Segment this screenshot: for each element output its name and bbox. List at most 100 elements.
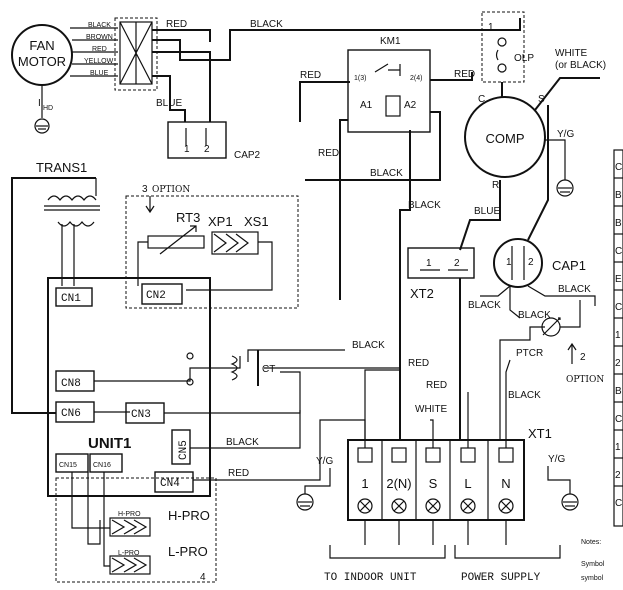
cap1-pin2: 2 xyxy=(528,257,534,268)
wire-red-top: RED xyxy=(166,19,187,30)
xt1-terminal-block: XT1 1 2(N) S L N xyxy=(347,426,552,521)
notes-label: Notes: xyxy=(581,539,601,546)
cn2-label: CN2 xyxy=(146,290,166,302)
compressor: COMP C S R WHITE (or BLACK) Y/G xyxy=(464,48,606,191)
ptcr-label: PTCR xyxy=(516,348,543,359)
rt3-label: RT3 xyxy=(176,210,200,225)
wire-red-cn4: RED xyxy=(228,468,249,479)
comp-r: R xyxy=(492,180,499,191)
wire-black-ct: BLACK xyxy=(352,340,385,351)
fan-motor-ihd: I xyxy=(38,98,41,109)
h-pro-big: H-PRO xyxy=(168,508,210,523)
trans1-label: TRANS1 xyxy=(36,160,87,175)
cn3-label: CN3 xyxy=(131,409,151,421)
cn16-label: CN16 xyxy=(93,462,111,469)
ct-label: CT xyxy=(262,364,275,375)
fan-motor-label-1: FAN xyxy=(29,38,54,53)
wire-black-right: BLACK xyxy=(508,390,541,401)
wire-red-ct-2: RED xyxy=(426,380,447,391)
fan-motor-ihd-sub: HD xyxy=(43,105,53,112)
km1-pin-2-4: 2(4) xyxy=(410,75,422,82)
cn5-label: CN5 xyxy=(178,440,190,460)
cap2-label: CAP2 xyxy=(234,150,261,161)
xt2-pin2: 2 xyxy=(454,258,460,269)
fan-connector xyxy=(114,17,158,91)
olp-label: OLP xyxy=(514,53,534,64)
l-pro-big: L-PRO xyxy=(168,544,208,559)
wire-black-cap1-1: BLACK xyxy=(468,300,501,311)
to-indoor-unit-label: TO INDOOR UNIT xyxy=(324,572,417,584)
wire-fan-black: BLACK xyxy=(88,22,111,29)
wire-black-xt1: BLACK xyxy=(408,200,441,211)
legend-row: 2 xyxy=(615,358,621,369)
legend-row: C xyxy=(615,414,622,425)
xt2-pin1: 1 xyxy=(426,258,432,269)
wire-red-km1-left: RED xyxy=(300,70,321,81)
option-3: OPTION xyxy=(152,185,190,195)
fan-motor-label-2: MOTOR xyxy=(18,54,66,69)
olp: 1 OLP xyxy=(481,11,534,83)
xp1-label: XP1 xyxy=(208,214,233,229)
legend-row: B xyxy=(615,386,622,397)
wire-white-ct: WHITE xyxy=(415,404,448,415)
legend-row: 1 xyxy=(615,330,621,341)
xt1-term-n: N xyxy=(501,476,510,491)
option-2: OPTION xyxy=(566,375,604,385)
km1-contactor: KM1 1(3) 2(4) A1 A2 xyxy=(347,36,431,133)
cn15-label: CN15 xyxy=(59,462,77,469)
legend-row: B xyxy=(615,218,622,229)
fan-ground-icon xyxy=(34,118,50,134)
cap1: 1 2 CAP1 xyxy=(493,238,586,288)
cn4-label: CN4 xyxy=(160,478,180,490)
option-3-num: 3 xyxy=(142,184,148,195)
fan-motor: FAN MOTOR I HD xyxy=(11,24,73,134)
legend-row: C xyxy=(615,246,622,257)
option-2-num: 2 xyxy=(580,352,586,363)
wire-black-km1: BLACK xyxy=(370,168,403,179)
km1-pin-1-3: 1(3) xyxy=(354,75,366,82)
legend-row: 1 xyxy=(615,442,621,453)
cap2: 1 2 CAP2 xyxy=(167,121,261,161)
km1-label: KM1 xyxy=(380,36,401,47)
option-rt3-box xyxy=(125,195,299,309)
legend-row: B xyxy=(615,190,622,201)
xt1-term-1: 1 xyxy=(361,476,368,491)
cn8-label: CN8 xyxy=(61,378,81,390)
comp-s: S xyxy=(538,94,545,105)
yg-right: Y/G xyxy=(548,454,565,465)
xt1-term-2n: 2(N) xyxy=(386,476,411,491)
current-transformer: CT xyxy=(230,350,275,386)
comp-label: COMP xyxy=(486,131,525,146)
notes-symbol-2: symbol xyxy=(581,575,604,582)
transformer xyxy=(11,177,100,414)
yg-left: Y/G xyxy=(316,456,333,467)
cap1-pin1: 1 xyxy=(506,257,512,268)
xt1-term-l: L xyxy=(464,476,471,491)
wire-fan-blue: BLUE xyxy=(90,70,109,77)
wire-black-top: BLACK xyxy=(250,19,283,30)
comp-ground-icon xyxy=(556,179,574,197)
cap1-label: CAP1 xyxy=(552,258,586,273)
power-supply-label: POWER SUPPLY xyxy=(461,572,541,584)
xs1-label: XS1 xyxy=(244,214,269,229)
xt1-term-s: S xyxy=(429,476,438,491)
legend-row: 2 xyxy=(615,470,621,481)
ground-right-icon xyxy=(547,466,579,511)
cn6-label: CN6 xyxy=(61,408,81,420)
l-pro-small: L-PRO xyxy=(118,550,140,557)
unit1-board xyxy=(47,277,211,497)
wire-fan-red: RED xyxy=(92,46,107,53)
wire-black-ptcr: BLACK xyxy=(518,310,551,321)
legend-row: C xyxy=(615,498,622,509)
xt2: 1 2 XT2 xyxy=(407,247,475,301)
group4-label: 4 xyxy=(200,572,206,583)
km1-a1: A1 xyxy=(360,100,373,111)
km1-a2: A2 xyxy=(404,100,417,111)
wire-blue-cap2: BLUE xyxy=(156,98,182,109)
wire-red-comp: RED xyxy=(454,69,475,80)
wire-fan-brown: BROWN xyxy=(86,34,113,41)
xt1-label: XT1 xyxy=(528,426,552,441)
cn1-label: CN1 xyxy=(61,293,81,305)
wire-fan-yellow: YELLOW xyxy=(84,58,114,65)
